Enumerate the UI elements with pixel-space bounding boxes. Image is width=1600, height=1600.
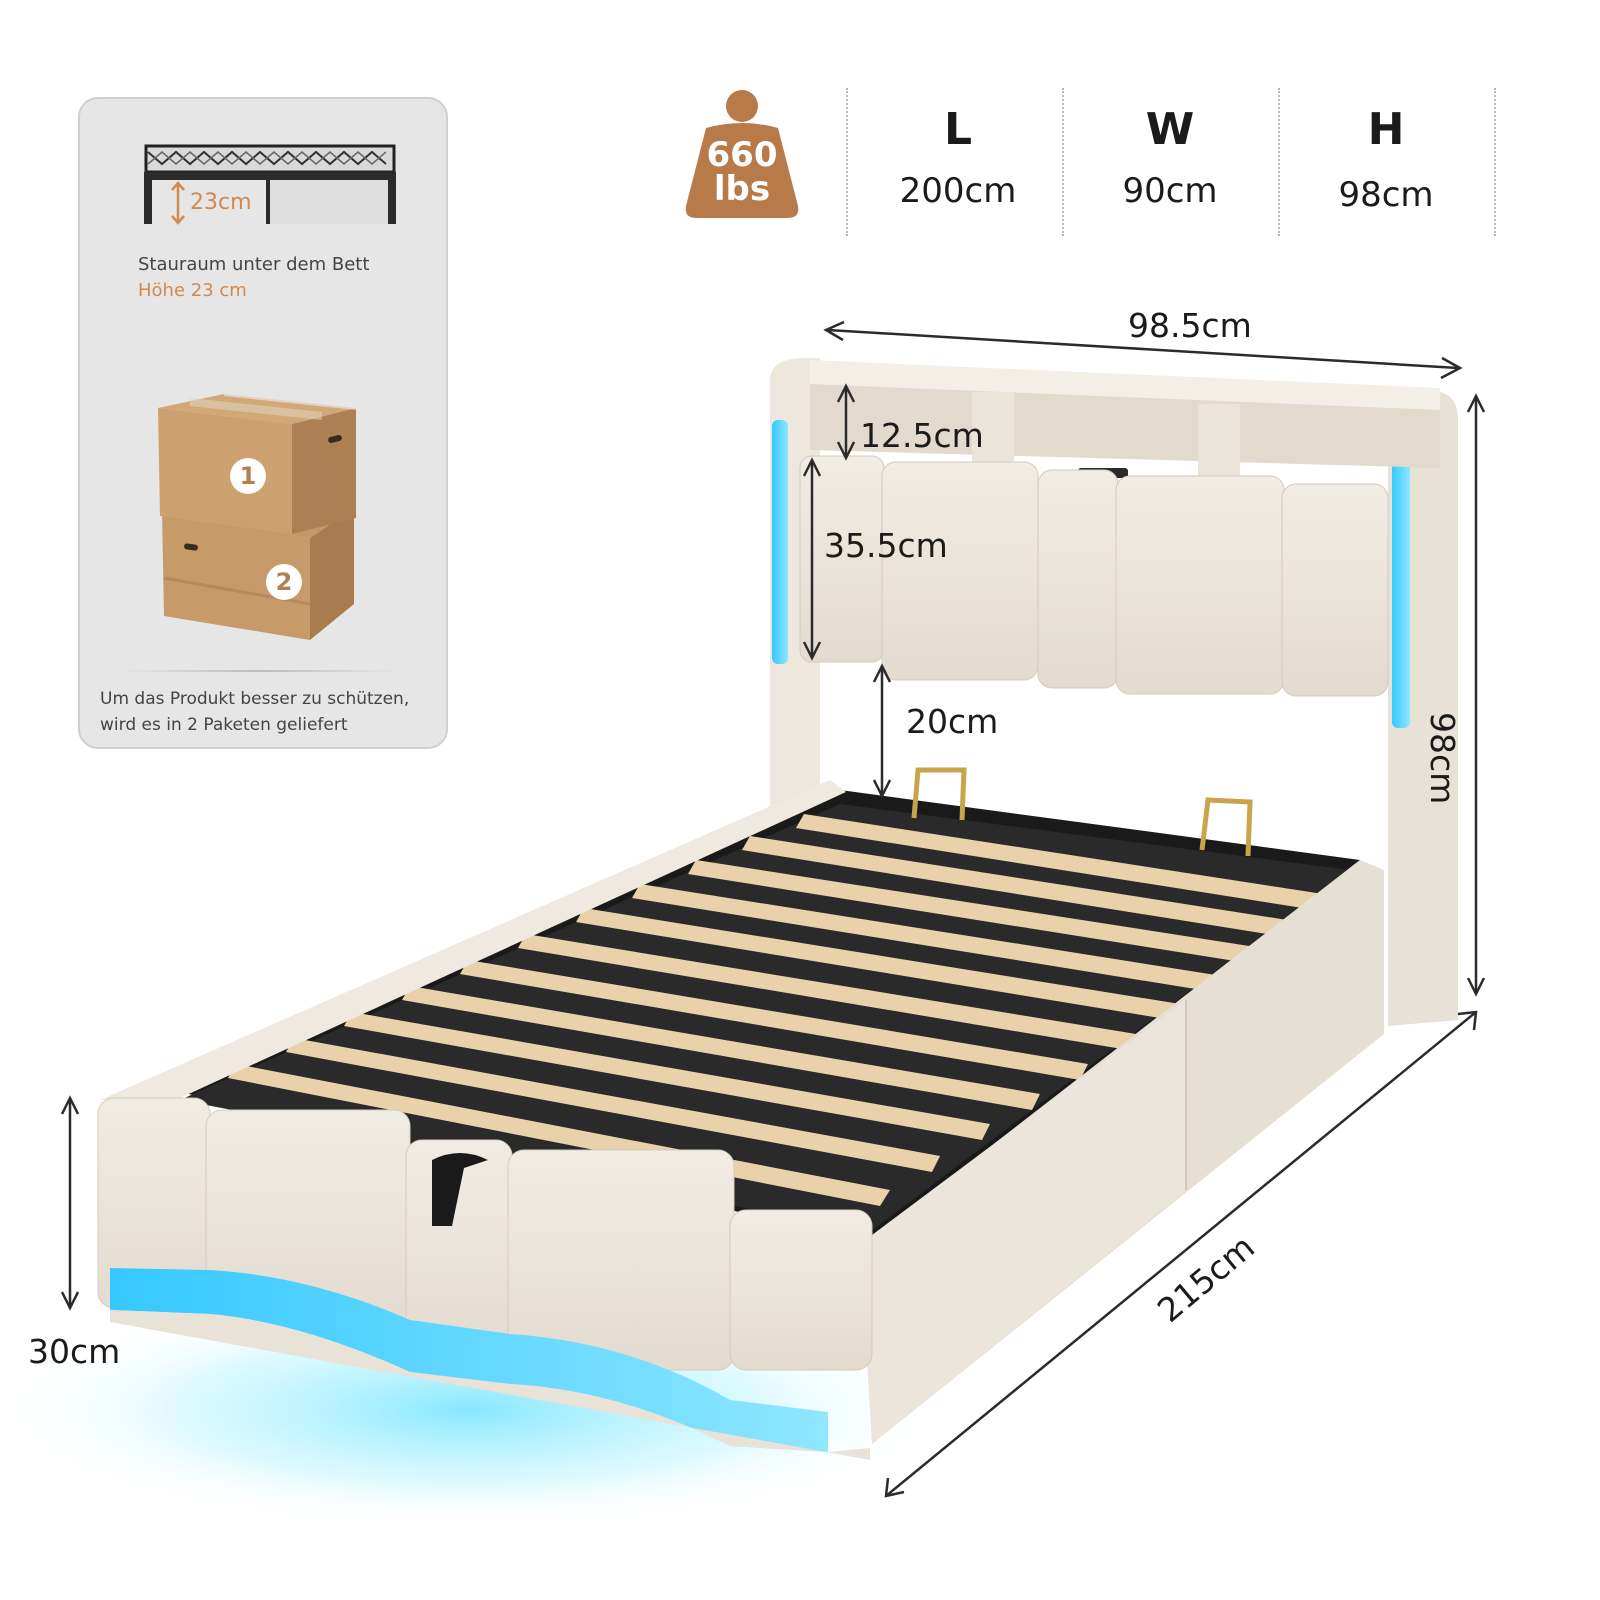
length-letter: L	[943, 104, 973, 155]
total-height-label: 98cm	[1423, 712, 1462, 805]
headboard-width-label: 98.5cm	[1128, 306, 1252, 345]
spec-length: L 200cm	[858, 104, 1058, 211]
frame-height-label: 30cm	[28, 1332, 121, 1371]
spec-separator	[846, 88, 848, 236]
length-value: 200cm	[899, 171, 1017, 211]
weight-value: 660	[706, 135, 778, 175]
spec-separator	[1062, 88, 1064, 236]
delivery-note-line2: wird es in 2 Paketen geliefert	[100, 715, 348, 735]
storage-height-text: Höhe 23 cm	[138, 280, 247, 301]
under-panel-gap-label: 20cm	[906, 702, 999, 741]
package-number-1: 1	[230, 458, 266, 494]
width-letter: W	[1145, 104, 1195, 155]
weight-unit: lbs	[713, 169, 771, 209]
card-divider	[120, 670, 400, 672]
weight-icon	[685, 90, 799, 218]
spec-height: H 98cm	[1286, 104, 1486, 215]
delivery-note-line1: Um das Produkt besser zu schützen,	[100, 689, 410, 709]
spec-separator	[1278, 88, 1280, 236]
height-letter: H	[1367, 104, 1405, 155]
panel-height-label: 35.5cm	[824, 526, 948, 565]
bed-clearance-diagram	[144, 144, 396, 225]
spec-width: W 90cm	[1070, 104, 1270, 211]
shelf-height-label: 12.5cm	[860, 416, 984, 455]
package-boxes-illustration	[158, 392, 357, 640]
width-value: 90cm	[1122, 171, 1218, 211]
bed-slats	[228, 814, 1336, 1206]
package-number-2: 2	[266, 564, 302, 600]
spec-separator	[1494, 88, 1496, 236]
storage-title: Stauraum unter dem Bett	[138, 254, 370, 275]
height-value: 98cm	[1338, 175, 1434, 215]
weight-capacity: 660 lbs	[680, 138, 804, 206]
clearance-label: 23cm	[190, 190, 252, 215]
